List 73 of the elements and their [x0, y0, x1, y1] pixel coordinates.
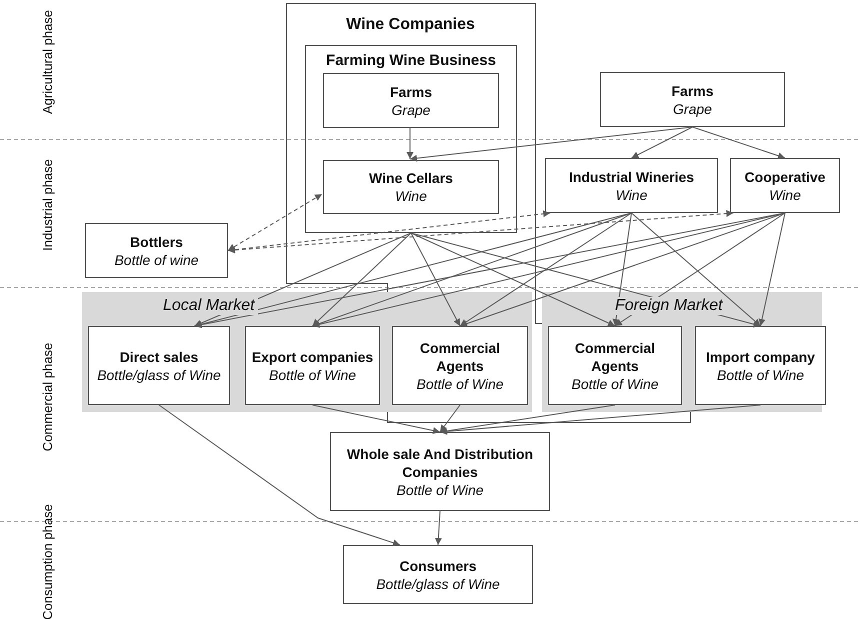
arrow — [312, 232, 412, 326]
arrow — [440, 404, 616, 434]
group-title: Farming Wine Business — [325, 52, 497, 70]
product-label: Grape — [673, 100, 712, 118]
box-title: Bottlers — [130, 232, 183, 250]
process-box — [545, 158, 718, 213]
product-label: Bottle of Wine — [396, 480, 484, 498]
box-title: Import company — [706, 348, 815, 366]
box-title: Commercial Agents — [418, 338, 502, 374]
arrow — [631, 212, 761, 326]
arrow — [158, 404, 400, 546]
arrow — [194, 212, 632, 328]
process-box — [548, 326, 682, 405]
product-label: Wine — [769, 186, 801, 204]
product-label: Bottle/glass of Wine — [97, 366, 221, 384]
product-label: Bottle of Wine — [571, 374, 659, 392]
arrow — [434, 510, 442, 546]
process-box — [245, 326, 380, 405]
arrow — [758, 212, 786, 326]
product-label: Bottle of wine — [114, 250, 199, 268]
process-box — [323, 160, 499, 214]
arrow — [440, 404, 761, 435]
arrow — [410, 232, 616, 326]
arrow — [194, 212, 786, 328]
arrow — [410, 126, 693, 162]
arrow — [460, 212, 632, 326]
product-label: Bottle of Wine — [716, 366, 804, 384]
arrow — [460, 212, 786, 327]
product-label: Bottle of Wine — [416, 374, 504, 392]
process-box — [600, 72, 785, 127]
arrow — [631, 126, 693, 158]
box-title: Wine Cellars — [369, 169, 453, 187]
arrow — [312, 404, 440, 434]
process-box — [330, 432, 550, 511]
phase-label: Commercial phase — [40, 342, 56, 454]
box-title: Commercial Agents — [574, 338, 656, 374]
arrow — [194, 232, 412, 326]
dashed-arrow — [228, 210, 734, 254]
process-box — [343, 545, 533, 604]
box-title: Cooperative — [744, 168, 826, 186]
box-title: Consumers — [399, 556, 477, 574]
product-label: Bottle/glass of Wine — [376, 574, 500, 592]
arrow — [312, 212, 632, 327]
product-label: Wine — [395, 187, 427, 205]
process-box — [88, 326, 230, 405]
arrow — [692, 126, 786, 160]
box-title: Industrial Wineries — [568, 168, 694, 186]
arrow — [612, 212, 632, 326]
arrow — [406, 126, 414, 160]
phase-label: Industrial phase — [40, 158, 56, 253]
arrow — [410, 232, 460, 326]
product-label: Bottle of Wine — [268, 366, 356, 384]
arrow — [410, 232, 761, 328]
dashed-arrow — [228, 194, 322, 251]
process-box — [695, 326, 826, 405]
box-title: Whole sale And Distribution Companies — [346, 444, 534, 480]
box-title: Export companies — [252, 348, 374, 366]
phase-label: Agricultural phase — [40, 8, 56, 116]
arrow — [440, 404, 460, 432]
process-box — [85, 223, 228, 278]
process-box — [323, 73, 499, 128]
dashed-arrow — [228, 210, 551, 254]
group-box — [305, 45, 517, 233]
process-box — [730, 158, 840, 213]
arrow — [614, 212, 786, 326]
box-title: Farms — [671, 82, 714, 100]
process-box — [392, 326, 528, 405]
product-label: Grape — [392, 100, 430, 118]
product-label: Wine — [616, 186, 648, 204]
group-title: Wine Companies — [345, 16, 476, 34]
box-title: Direct sales — [120, 348, 198, 366]
box-title: Farms — [390, 82, 432, 100]
phase-label: Consumption phase — [40, 503, 56, 619]
